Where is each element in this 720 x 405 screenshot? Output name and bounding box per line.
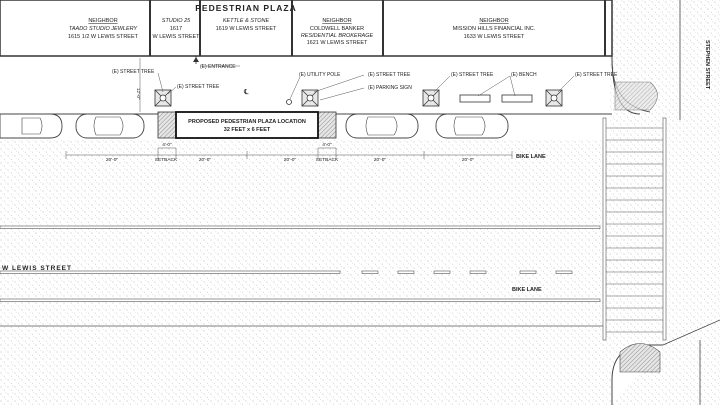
leader-bench-2 xyxy=(509,75,516,97)
street-tree-3 xyxy=(422,89,440,107)
dim-label-5: 20'-0" xyxy=(462,157,475,163)
leader-tree-a xyxy=(157,72,164,93)
callouts: (E) STREET TREE (E) STREET TREE (E) UTIL… xyxy=(112,69,618,91)
callout-street-tree-5: (E) STREET TREE xyxy=(575,72,618,78)
dim-label-setback-2-4ft: 4'-0" xyxy=(322,142,332,148)
leader-tree-d xyxy=(433,75,451,93)
leader-tree-b xyxy=(167,86,177,95)
business-name: TAADO STUDIO JEWLERY xyxy=(69,26,137,32)
dim-label-2: 20'-0" xyxy=(199,157,212,163)
utility-pole-symbol xyxy=(286,99,292,105)
cross-street-label: STEPHEN STREET xyxy=(704,40,710,90)
callout-parking-sign: (E) PARKING SIGN xyxy=(368,85,412,91)
parked-car-1 xyxy=(0,113,63,139)
leader-parking-sign xyxy=(319,87,365,101)
curb-line-right-bottom xyxy=(662,319,720,346)
dim-label-4: 20'-0" xyxy=(374,157,387,163)
business-name-2: RESIDENTIAL BROKERAGE xyxy=(301,33,374,39)
proposed-plaza xyxy=(175,111,319,139)
dim-label-setback-1-4ft: 4'-0" xyxy=(162,142,172,148)
business-name: COLDWELL BANKER xyxy=(310,26,364,32)
business-number: 1617 xyxy=(170,26,182,32)
building-coldwell: NEIGHBOR COLDWELL BANKER RESIDENTIAL BRO… xyxy=(301,18,374,46)
callout-utility-pole: (E) UTILITY POLE xyxy=(299,72,341,78)
building-kettle-stone: KETTLE & STONE 1619 W LEWIS STREET xyxy=(216,18,277,32)
dimension-string xyxy=(65,147,513,159)
curb-ramp-top xyxy=(614,81,658,111)
dim-label-setback-1: SETBACK xyxy=(155,157,178,163)
entrance-label: (E) ENTRANCE xyxy=(200,64,236,70)
leader-tree-c xyxy=(313,74,365,93)
neighbor-label: NEIGHBOR xyxy=(479,18,508,24)
plaza-size: 32 FEET x 6 FEET xyxy=(224,127,271,133)
parked-car-4 xyxy=(435,113,509,139)
parked-car-2 xyxy=(75,113,145,139)
dim-label-3: 20'-0" xyxy=(284,157,297,163)
leader-bench xyxy=(477,75,511,97)
business-address: 1615 1/2 W LEWIS STREET xyxy=(68,34,139,40)
callout-bench: (E) BENCH xyxy=(511,72,537,78)
crosswalk xyxy=(602,117,667,341)
bench-1 xyxy=(459,94,491,103)
business-name: MISSION HILLS FINANCIAL INC. xyxy=(453,26,536,32)
building-studio25: STUDIO 25 1617 W LEWIS STREET xyxy=(152,18,200,40)
centerline-symbol: ℄ xyxy=(243,89,249,96)
crosswalk-stripes xyxy=(606,127,663,333)
building-strip xyxy=(0,0,613,57)
business-street: W LEWIS STREET xyxy=(152,34,200,40)
callout-street-tree-2: (E) STREET TREE xyxy=(177,84,220,90)
business-address: 1621 W LEWIS STREET xyxy=(307,40,368,46)
setback-hatch-right xyxy=(317,111,337,139)
entrance-marker: (E) ENTRANCE xyxy=(193,56,240,70)
business-name: STUDIO 25 xyxy=(162,18,191,24)
business-name: KETTLE & STONE xyxy=(223,18,270,24)
centerline-dashes xyxy=(0,270,573,274)
callout-street-tree-4: (E) STREET TREE xyxy=(451,72,494,78)
dim-12-label: 12'-0" xyxy=(136,88,141,100)
neighbor-label: NEIGHBOR xyxy=(322,18,351,24)
building-taado: NEIGHBOR TAADO STUDIO JEWLERY 1615 1/2 W… xyxy=(68,18,139,40)
callout-street-tree-1: (E) STREET TREE xyxy=(112,69,155,75)
building-mission-hills: NEIGHBOR MISSION HILLS FINANCIAL INC. 16… xyxy=(453,18,536,40)
plaza-title: PEDESTRIAN PLAZA xyxy=(195,3,296,13)
curb-ramp-bottom xyxy=(619,343,661,373)
street-tree-2 xyxy=(301,89,319,107)
dimension-12ft: 12'-0" xyxy=(136,58,141,112)
sidewalk xyxy=(0,56,608,116)
street-name-label: W LEWIS STREET xyxy=(2,265,72,272)
parked-car-3 xyxy=(345,113,419,139)
dimension-labels: 20'-0" 4'-0" SETBACK 20'-0" 20'-0" 4'-0"… xyxy=(106,142,475,163)
bench-2 xyxy=(501,94,533,103)
bike-lane-label-north: BIKE LANE xyxy=(516,154,546,160)
lane-line-upper xyxy=(0,225,601,229)
leader-tree-e xyxy=(557,75,575,93)
street-tree-1 xyxy=(154,89,172,107)
lane-line-lower xyxy=(0,298,601,302)
bike-lane-label-south: BIKE LANE xyxy=(512,287,542,293)
business-address: 1619 W LEWIS STREET xyxy=(216,26,277,32)
dim-label-1: 20'-0" xyxy=(106,157,119,163)
street-tree-4 xyxy=(545,89,563,107)
business-address: 1633 W LEWIS STREET xyxy=(464,34,525,40)
sidewalk-corner xyxy=(605,56,608,116)
neighbor-label: NEIGHBOR xyxy=(88,18,117,24)
leader-utility-pole xyxy=(289,76,301,100)
setback-hatch-left xyxy=(157,111,177,139)
callout-street-tree-3: (E) STREET TREE xyxy=(368,72,411,78)
plaza-label: PROPOSED PEDESTRIAN PLAZA LOCATION xyxy=(188,119,306,125)
dim-label-setback-2: SETBACK xyxy=(316,157,339,163)
